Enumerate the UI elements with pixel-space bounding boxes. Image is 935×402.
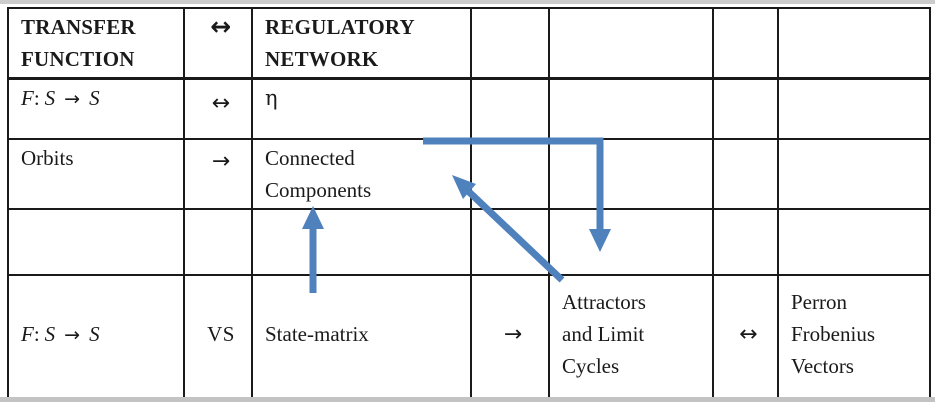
- empty-cell: [548, 7, 714, 80]
- cell-vs: VS: [183, 273, 253, 402]
- header-line: TRANSFER: [21, 15, 136, 39]
- empty-cell: [470, 7, 550, 80]
- empty-cell: [712, 207, 779, 276]
- empty-cell: [470, 77, 550, 140]
- cell-connected-components: Connected Components: [251, 137, 472, 210]
- cell-perron-frobenius-vectors: Perron Frobenius Vectors: [777, 273, 931, 402]
- empty-cell: [548, 207, 714, 276]
- maps-to-arrow-icon: →: [64, 323, 81, 346]
- right-arrow-icon: →: [503, 321, 523, 347]
- f-s-to-s-formula: F:S→S: [21, 86, 100, 110]
- cell-line: Attractors: [562, 290, 646, 314]
- cell-transfer-function-map-vs: F:S→S: [7, 273, 185, 402]
- cell-bidirectional-arrow: ↔: [183, 77, 253, 140]
- cell-line: and Limit: [562, 322, 645, 346]
- empty-cell: [548, 77, 714, 140]
- empty-cell: [548, 137, 714, 210]
- header-line: REGULATORY: [265, 15, 415, 39]
- cell-orbits: Orbits: [7, 137, 185, 210]
- maps-to-arrow-icon: →: [64, 88, 81, 110]
- cell-eta: η: [251, 77, 472, 140]
- empty-cell: [777, 7, 931, 80]
- figure-bottom-edge: [0, 397, 935, 402]
- cell-line: Components: [265, 177, 372, 202]
- correspondence-table: TRANSFER FUNCTION ↔ REGULATORY NETWORK F…: [7, 7, 931, 402]
- empty-cell: [470, 207, 550, 276]
- cell-line: Connected: [265, 145, 355, 170]
- cell-transfer-function-map: F:S→S: [7, 77, 185, 140]
- cell-line: Perron: [791, 290, 847, 314]
- empty-cell: [712, 137, 779, 210]
- empty-cell: [777, 137, 931, 210]
- header-line: FUNCTION: [21, 47, 135, 71]
- cell-line: Cycles: [562, 354, 620, 378]
- bidirectional-arrow-icon: ↔: [211, 91, 231, 116]
- empty-cell: [777, 77, 931, 140]
- figure-top-edge: [0, 0, 935, 4]
- empty-cell: [777, 207, 931, 276]
- header-line: NETWORK: [265, 47, 379, 71]
- f-s-to-s-formula: F:S→S: [21, 321, 100, 346]
- cell-transfer-function-header: TRANSFER FUNCTION: [7, 7, 185, 80]
- empty-cell: [251, 207, 472, 276]
- cell-bidirectional-arrow: ↔: [712, 273, 779, 402]
- empty-cell: [712, 77, 779, 140]
- empty-cell: [183, 207, 253, 276]
- empty-cell: [712, 7, 779, 80]
- cell-line: Vectors: [791, 354, 854, 378]
- cell-header-bidirectional-arrow: ↔: [183, 7, 253, 80]
- cell-line: Frobenius: [791, 322, 875, 346]
- right-arrow-icon: →: [211, 148, 231, 174]
- cell-state-matrix: State-matrix: [251, 273, 472, 402]
- cell-regulatory-network-header: REGULATORY NETWORK: [251, 7, 472, 80]
- bidirectional-arrow-icon: ↔: [210, 12, 232, 41]
- cell-right-arrow: →: [470, 273, 550, 402]
- cell-attractors-limit-cycles: Attractors and Limit Cycles: [548, 273, 714, 402]
- cell-right-arrow: →: [183, 137, 253, 210]
- bidirectional-arrow-icon: ↔: [739, 321, 758, 347]
- empty-cell: [7, 207, 185, 276]
- empty-cell: [470, 137, 550, 210]
